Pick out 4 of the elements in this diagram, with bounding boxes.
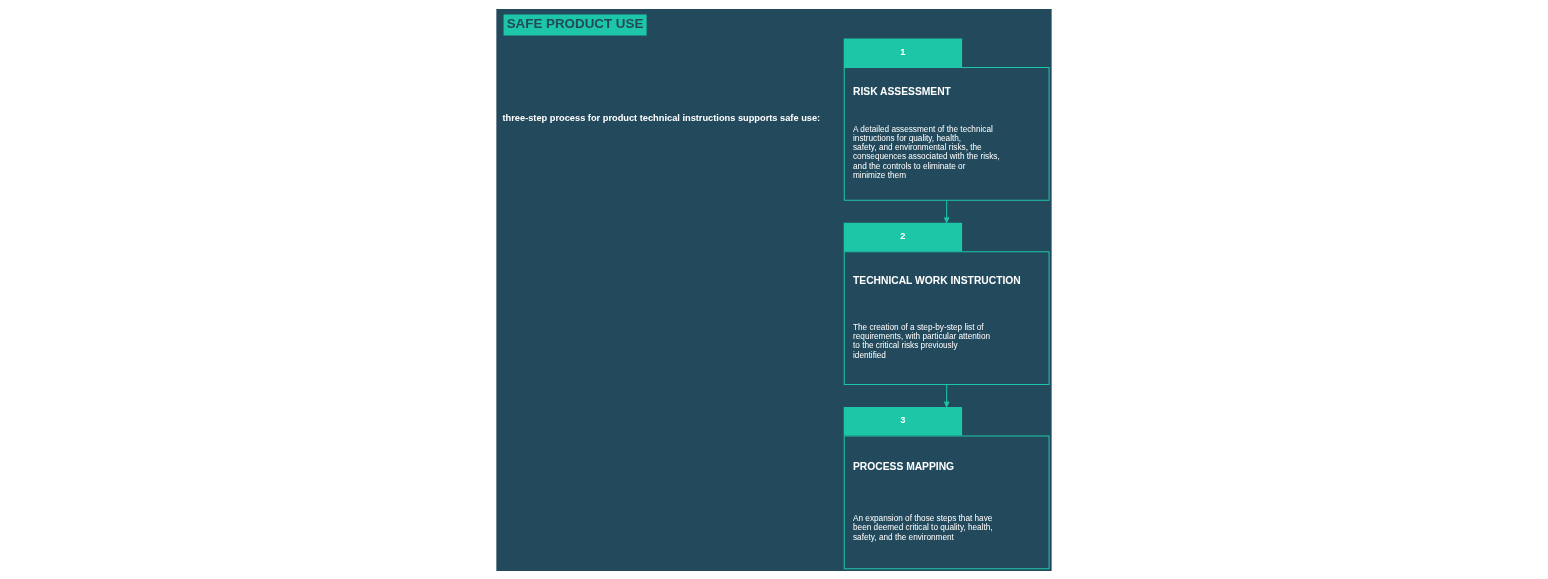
diagram-title: SAFE PRODUCT USE — [506, 15, 644, 31]
arrow — [943, 383, 950, 407]
label: three-step process for product technical instructions supports safe use: — [502, 112, 821, 123]
arrow — [943, 199, 950, 223]
